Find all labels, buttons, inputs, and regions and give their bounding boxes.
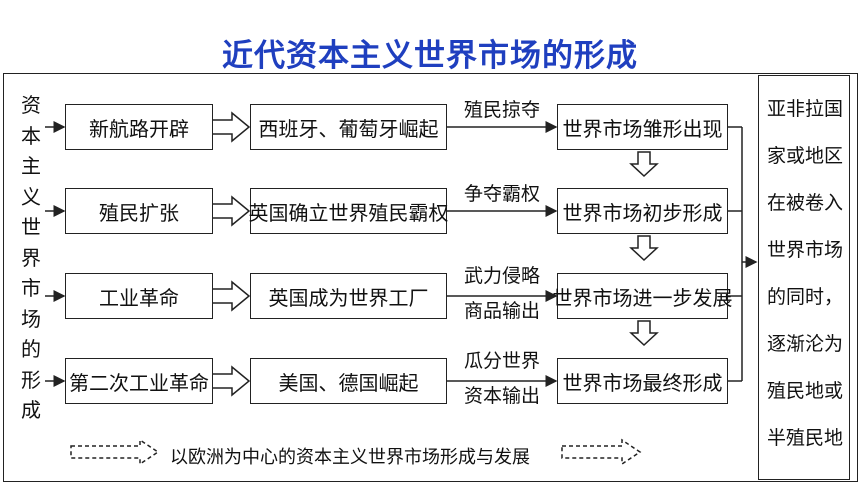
page-title: 近代资本主义世界市场的形成 xyxy=(222,38,638,74)
outcome-line: 半殖民地 xyxy=(766,427,843,449)
result-box: 西班牙、葡萄牙崛起 xyxy=(250,104,447,150)
side-label-char: 界 xyxy=(21,245,41,270)
cause-box: 工业革命 xyxy=(65,273,213,319)
means-label: 争夺霸权 xyxy=(452,182,552,206)
outcome-box: 亚非拉国 家或地区 在被卷入 世界市场 的同时， 逐渐沦为 殖民地或 半殖民地 xyxy=(758,75,850,480)
outcome-line: 家或地区 xyxy=(766,145,843,167)
result-box: 英国确立世界殖民霸权 xyxy=(249,188,449,234)
side-label-char: 本 xyxy=(21,123,41,148)
side-label-char: 市 xyxy=(21,276,41,300)
side-label-char: 成 xyxy=(21,398,41,422)
side-label-char: 主 xyxy=(21,154,41,178)
outcome-line: 殖民地或 xyxy=(766,380,843,402)
means-line: 瓜分世界 xyxy=(463,350,540,372)
means-line: 武力侵略 xyxy=(463,265,540,287)
stage-box: 世界市场雏形出现 xyxy=(557,104,728,150)
side-label-char: 形 xyxy=(21,367,41,392)
side-label-char: 世 xyxy=(21,215,41,239)
means-label: 殖民掠夺 xyxy=(452,98,552,122)
side-label: 资 本 主 义 世 界 市 场 的 形 成 xyxy=(16,90,46,426)
means-line: 资本输出 xyxy=(463,385,540,407)
stage-box: 世界市场进一步发展 xyxy=(553,273,733,319)
side-label-char: 义 xyxy=(21,184,41,209)
means-label: 武力侵略 商品输出 xyxy=(452,264,552,323)
means-label: 瓜分世界 资本输出 xyxy=(452,349,552,408)
outcome-line: 在被卷入 xyxy=(766,192,843,214)
stage-box: 世界市场初步形成 xyxy=(557,188,728,234)
result-box: 英国成为世界工厂 xyxy=(250,273,447,319)
outcome-line: 逐渐沦为 xyxy=(766,333,843,355)
stage-box: 世界市场最终形成 xyxy=(557,358,728,404)
side-label-char: 的 xyxy=(21,337,41,361)
cause-box: 第二次工业革命 xyxy=(65,358,213,404)
footer-caption: 以欧洲为中心的资本主义世界市场形成与发展 xyxy=(170,447,530,468)
cause-box: 殖民扩张 xyxy=(65,188,213,234)
side-label-char: 场 xyxy=(21,306,41,331)
means-line: 争夺霸权 xyxy=(463,183,540,205)
means-line: 殖民掠夺 xyxy=(463,99,540,121)
result-box: 美国、德国崛起 xyxy=(250,358,447,404)
outcome-line: 亚非拉国 xyxy=(766,98,843,120)
outcome-line: 的同时， xyxy=(766,286,843,308)
means-line: 商品输出 xyxy=(463,300,540,322)
side-label-char: 资 xyxy=(21,93,41,117)
outcome-line: 世界市场 xyxy=(766,239,843,261)
cause-box: 新航路开辟 xyxy=(65,104,213,150)
